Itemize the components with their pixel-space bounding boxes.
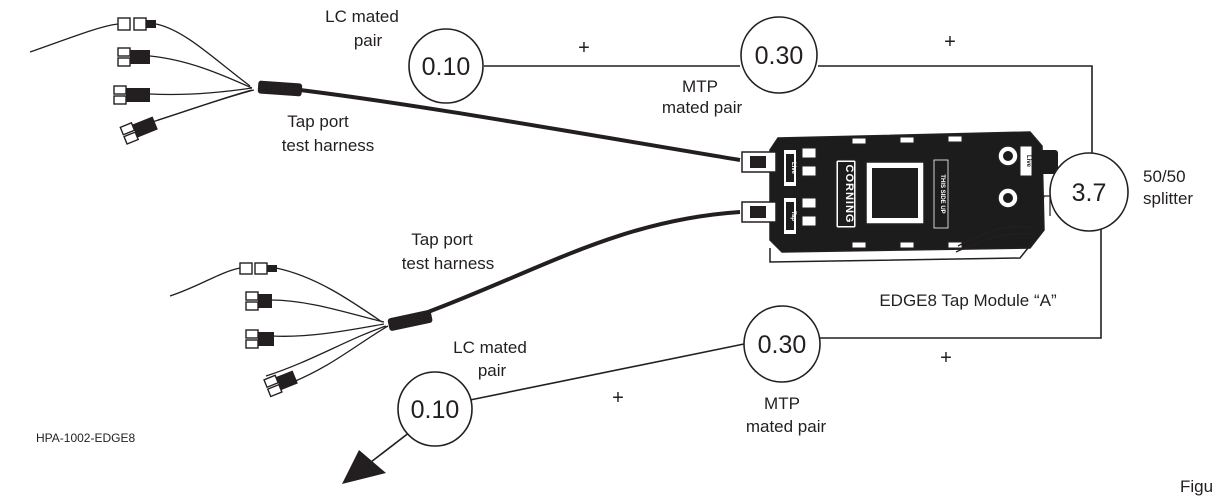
mtp-bottom-loss-value: 0.30	[758, 331, 807, 359]
lc-connector-icon	[245, 329, 274, 349]
lc-connector-icon	[113, 85, 150, 105]
plus-sign-4: +	[612, 387, 624, 409]
brand-label: CORNING	[843, 165, 855, 224]
lc-connector-icon	[245, 291, 272, 311]
lc-pair-top-label-line2: pair	[354, 31, 383, 50]
tap-harness-top-label-line1: Tap port	[287, 112, 349, 131]
tap-harness-bottom-label-line1: Tap port	[411, 230, 473, 249]
lc-mated-pair-bottom-node: 0.10	[397, 371, 473, 447]
lc-connector-icon	[119, 116, 158, 145]
output-arrow-icon	[342, 450, 386, 484]
splitter-loss-value: 3.7	[1072, 179, 1107, 207]
mtp-bottom-label-line2: mated pair	[746, 417, 827, 436]
splitter-node: 3.7	[1049, 152, 1129, 232]
lc-pair-bottom-label-line2: pair	[478, 361, 507, 380]
lc-pair-bottom-label-line1: LC mated	[453, 338, 527, 357]
lc-top-loss-value: 0.10	[422, 53, 471, 81]
lc-connector-icon	[263, 370, 298, 398]
tap-harness-top-label-line2: test harness	[282, 136, 375, 155]
lc-connector-icon	[117, 17, 156, 31]
module-name-label: EDGE8 Tap Module “A”	[879, 291, 1057, 310]
mtp-top-label-line1: MTP	[682, 77, 718, 96]
loss-budget-paths	[342, 65, 1102, 484]
lc-pair-top-label-line1: LC mated	[325, 7, 399, 26]
lc-connector-icon	[239, 262, 277, 275]
rear-live-label: Live	[1025, 155, 1031, 168]
lc-mated-pair-top-node: 0.10	[408, 28, 484, 104]
breakout-boot-icon	[387, 310, 433, 331]
breakout-boot-icon	[257, 80, 303, 97]
splitter-label-line2: splitter	[1143, 189, 1193, 208]
lc-bottom-loss-value: 0.10	[411, 396, 460, 424]
mtp-top-label-line2: mated pair	[662, 98, 743, 117]
mtp-mated-pair-bottom-node: 0.30	[743, 305, 821, 383]
plus-sign-3: +	[940, 347, 952, 369]
top-test-harness	[29, 17, 741, 162]
edge8-tap-module: Live Tap CORNING THIS SIDE UP Live	[741, 131, 1058, 263]
figure-caption-fragment: Figu	[1180, 477, 1213, 496]
bottom-test-harness	[169, 210, 741, 398]
splitter-label-line1: 50/50	[1143, 167, 1186, 186]
lc-connector-icon	[117, 47, 150, 67]
orientation-label: THIS SIDE UP	[939, 174, 945, 213]
mtp-mated-pair-top-node: 0.30	[740, 16, 818, 94]
plus-sign-1: +	[578, 37, 590, 59]
mtp-bottom-label-line1: MTP	[764, 394, 800, 413]
port-tap-label: Tap	[790, 211, 796, 222]
tap-harness-bottom-label-line2: test harness	[402, 254, 495, 273]
plus-sign-2: +	[944, 31, 956, 53]
mtp-top-loss-value: 0.30	[755, 42, 804, 70]
part-number-label: HPA-1002-EDGE8	[36, 431, 135, 445]
port-live-label: Live	[790, 162, 796, 175]
